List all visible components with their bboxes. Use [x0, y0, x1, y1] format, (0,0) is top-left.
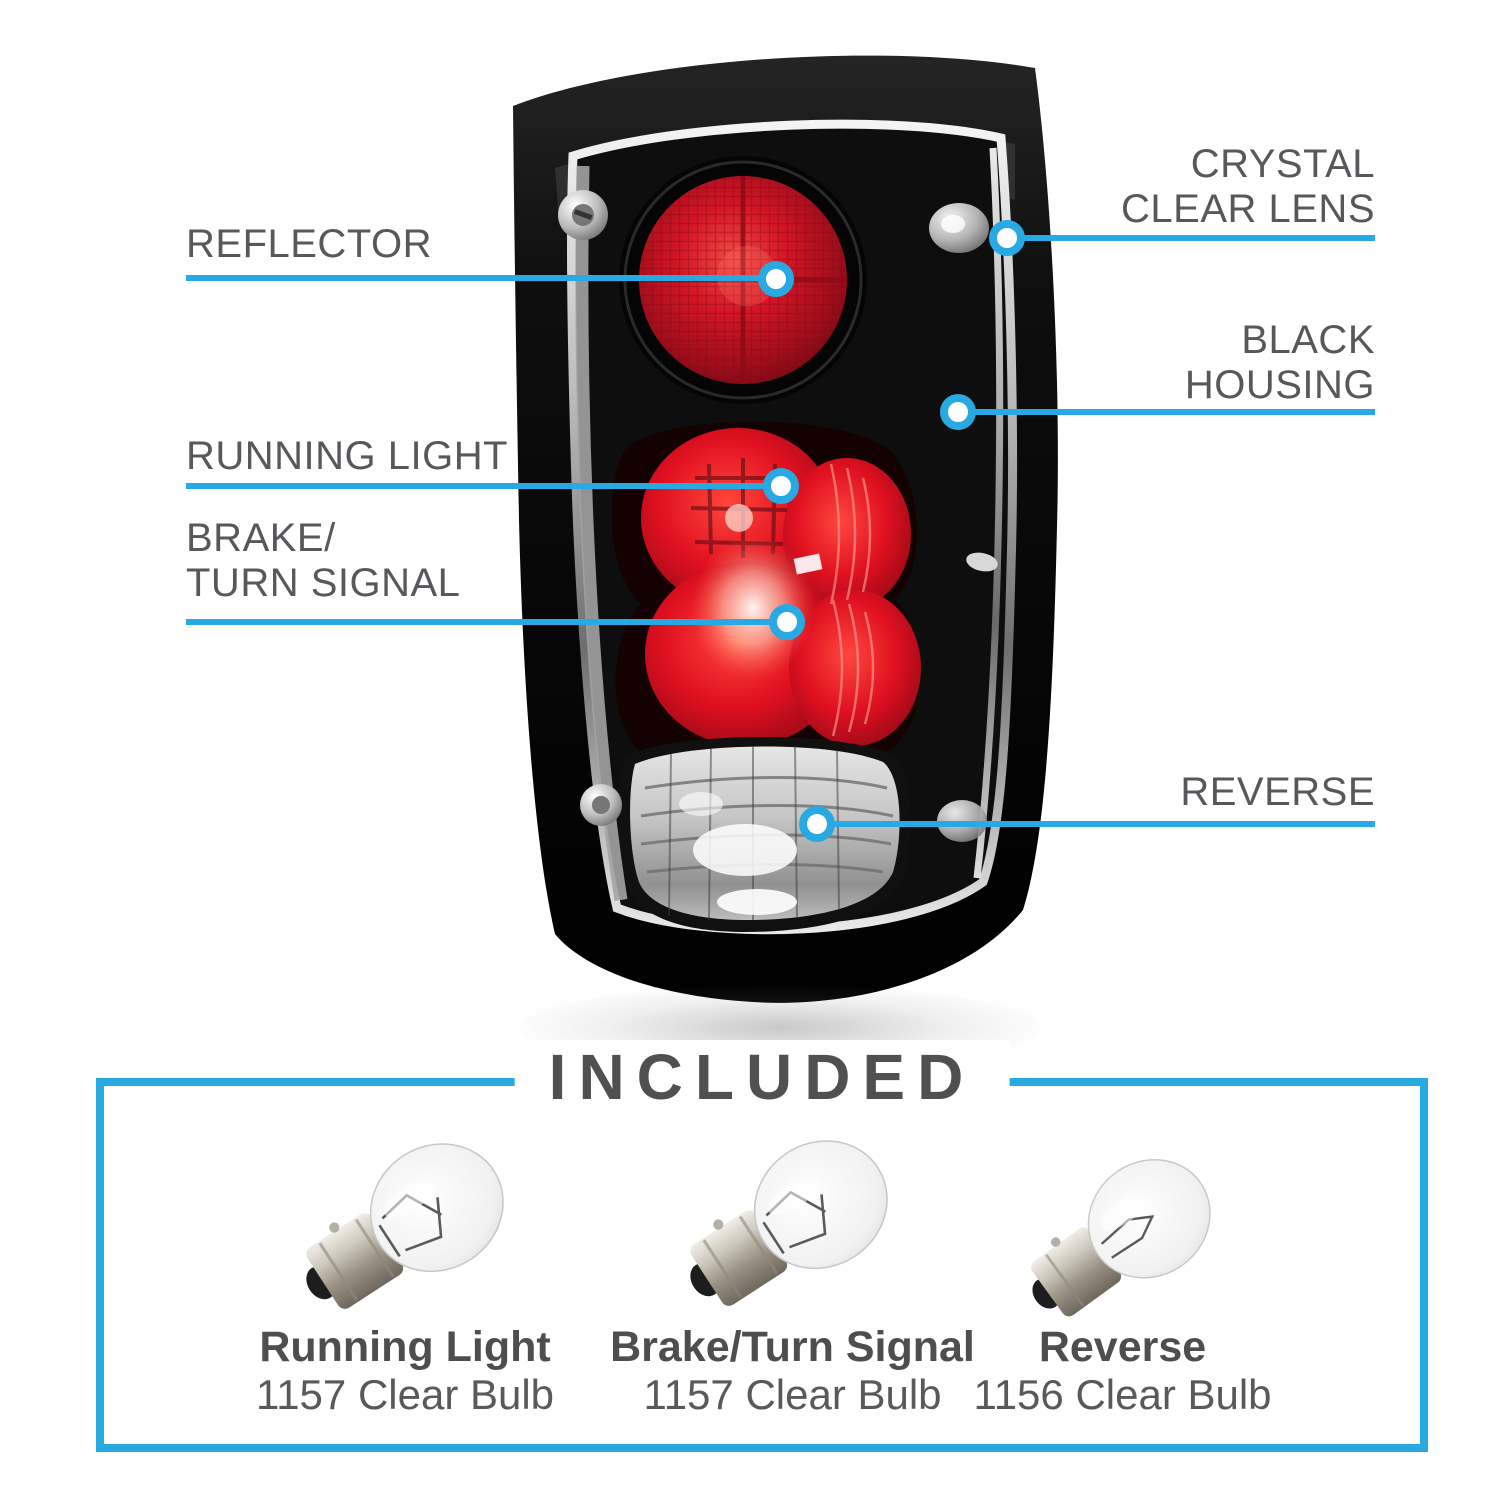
reflector-text: REFLECTOR	[186, 222, 433, 266]
callout-dot-running-light	[763, 468, 799, 504]
black-housing-text-line1: BLACK	[1241, 318, 1375, 362]
brake-turn-text-line1: BRAKE/	[186, 516, 336, 560]
callout-label-brake-turn: BRAKE/ TURN SIGNAL	[186, 516, 460, 606]
callout-line-brake-turn	[186, 619, 787, 625]
callout-line-crystal-lens	[1007, 235, 1375, 241]
callout-dot-reverse	[799, 806, 835, 842]
callout-dot-reflector	[758, 261, 794, 297]
callout-label-running-light: RUNNING LIGHT	[186, 434, 508, 479]
included-item-reverse: Reverse 1156 Clear Bulb	[950, 1326, 1295, 1417]
item-name: Running Light	[259, 1323, 551, 1371]
crystal-lens-text-line1: CRYSTAL	[1190, 142, 1375, 186]
callout-dot-brake-turn	[769, 604, 805, 640]
included-title: INCLUDED	[514, 1040, 1010, 1114]
running-light-text: RUNNING LIGHT	[186, 434, 509, 478]
item-name: Brake/Turn Signal	[610, 1323, 975, 1371]
callout-dot-crystal-lens	[989, 220, 1025, 256]
callout-label-reflector: REFLECTOR	[186, 222, 432, 267]
item-name: Reverse	[1038, 1323, 1207, 1371]
callout-dot-black-housing	[940, 394, 976, 430]
reverse-text: REVERSE	[1180, 770, 1375, 814]
crystal-lens-text-line2: CLEAR LENS	[1121, 186, 1375, 231]
bulb-image-reverse	[1031, 1159, 1211, 1317]
black-housing-text-line2: HOUSING	[1184, 362, 1375, 407]
included-item-brake-turn: Brake/Turn Signal 1157 Clear Bulb	[600, 1326, 985, 1417]
bulb-image-running-light	[306, 1143, 504, 1309]
callout-line-running-light	[186, 483, 781, 489]
callout-line-black-housing	[958, 409, 1375, 415]
item-bulb-type: 1157 Clear Bulb	[643, 1371, 942, 1418]
callout-label-crystal-lens: CRYSTAL CLEAR LENS	[975, 142, 1375, 232]
bulb-image-brake-turn	[690, 1140, 888, 1306]
included-item-running-light: Running Light 1157 Clear Bulb	[230, 1326, 580, 1417]
item-bulb-type: 1157 Clear Bulb	[255, 1371, 555, 1418]
callout-line-reflector	[186, 275, 776, 281]
callout-label-black-housing: BLACK HOUSING	[975, 318, 1375, 408]
item-bulb-type: 1156 Clear Bulb	[973, 1371, 1272, 1418]
callout-line-reverse	[817, 821, 1375, 827]
brake-turn-text-line2: TURN SIGNAL	[186, 560, 461, 605]
callout-label-reverse: REVERSE	[975, 770, 1375, 815]
